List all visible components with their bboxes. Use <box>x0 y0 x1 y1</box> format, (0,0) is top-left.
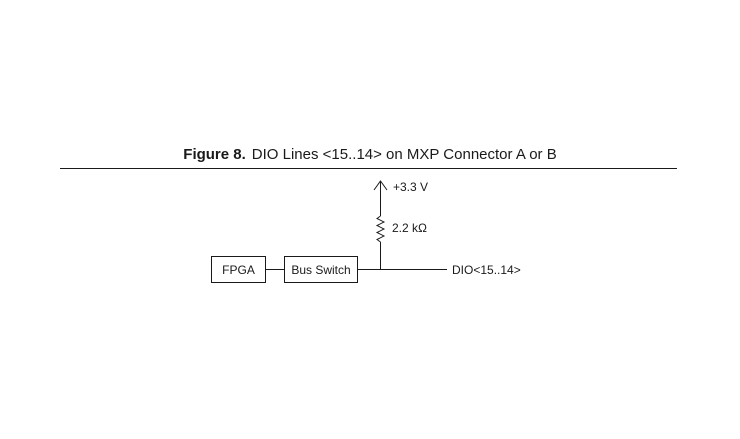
pullup-resistor <box>375 215 386 243</box>
figure-label: Figure 8. <box>183 146 246 163</box>
dio-output-label: DIO<15..14> <box>452 263 521 277</box>
fpga-label: FPGA <box>222 263 255 277</box>
supply-voltage-label: +3.3 V <box>393 180 428 194</box>
resistor-value-label: 2.2 kΩ <box>392 221 427 235</box>
figure-caption: Figure 8. DIO Lines <15..14> on MXP Conne… <box>0 146 740 164</box>
fpga-block: FPGA <box>211 256 266 283</box>
bus-switch-label: Bus Switch <box>291 263 350 277</box>
supply-arrow <box>373 180 388 191</box>
figure-title: DIO Lines <15..14> on MXP Connector A or… <box>251 146 557 163</box>
bus-switch-block: Bus Switch <box>284 256 358 283</box>
